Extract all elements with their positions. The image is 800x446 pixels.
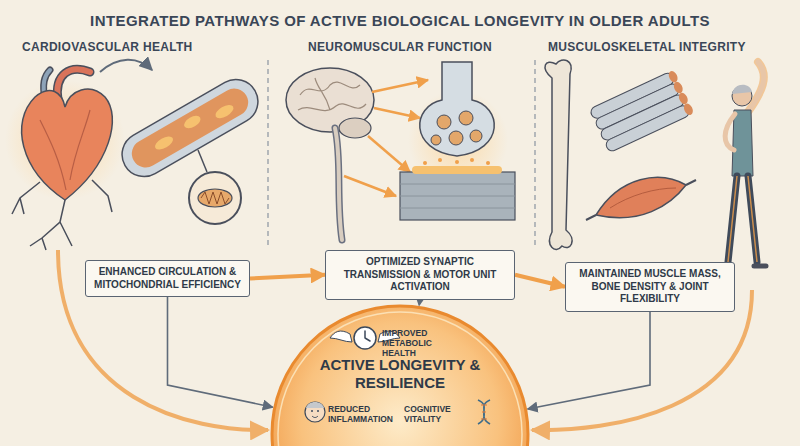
benefit-label: REDUCED INFLAMMATION bbox=[328, 404, 402, 424]
benefit-label: COGNITIVE VITALITY bbox=[404, 404, 474, 424]
connector-arrow bbox=[418, 300, 420, 306]
box-text: ENHANCED CIRCULATION & MITOCHONDRIAL EFF… bbox=[94, 266, 241, 291]
connector-arrow bbox=[528, 312, 650, 410]
column-header: NEUROMUSCULAR FUNCTION bbox=[308, 40, 492, 54]
person-illustration bbox=[720, 62, 766, 266]
box-text: MAINTAINED MUSCLE MASS, BONE DENSITY & J… bbox=[574, 268, 726, 306]
outcome-title: ACTIVE LONGEVITY & RESILIENCE bbox=[317, 356, 483, 392]
diagram-title: INTEGRATED PATHWAYS OF ACTIVE BIOLOGICAL… bbox=[0, 12, 800, 29]
bone-illustration bbox=[545, 60, 572, 250]
column-header: CARDIOVASCULAR HEALTH bbox=[22, 40, 193, 54]
column-header: MUSCULOSKELETAL INTEGRITY bbox=[548, 40, 746, 54]
column-divider bbox=[267, 60, 268, 245]
synapse-illustration bbox=[400, 62, 515, 220]
process-box: MAINTAINED MUSCLE MASS, BONE DENSITY & J… bbox=[565, 262, 735, 312]
connector-arrow bbox=[168, 297, 273, 407]
process-box: ENHANCED CIRCULATION & MITOCHONDRIAL EFF… bbox=[85, 260, 250, 297]
connector-arrow bbox=[515, 275, 565, 287]
outcome-circle: IMPROVED METABOLIC HEALTHACTIVE LONGEVIT… bbox=[270, 304, 530, 446]
column-divider bbox=[534, 60, 535, 245]
process-box: OPTIMIZED SYNAPTIC TRANSMISSION & MOTOR … bbox=[325, 250, 515, 300]
muscle-fiber-illustration bbox=[586, 70, 696, 220]
artery-illustration bbox=[114, 71, 266, 224]
benefit-label: IMPROVED METABOLIC HEALTH bbox=[382, 328, 468, 358]
box-text: OPTIMIZED SYNAPTIC TRANSMISSION & MOTOR … bbox=[334, 256, 506, 294]
flow-curve bbox=[58, 250, 268, 430]
connector-arrow bbox=[250, 275, 325, 279]
